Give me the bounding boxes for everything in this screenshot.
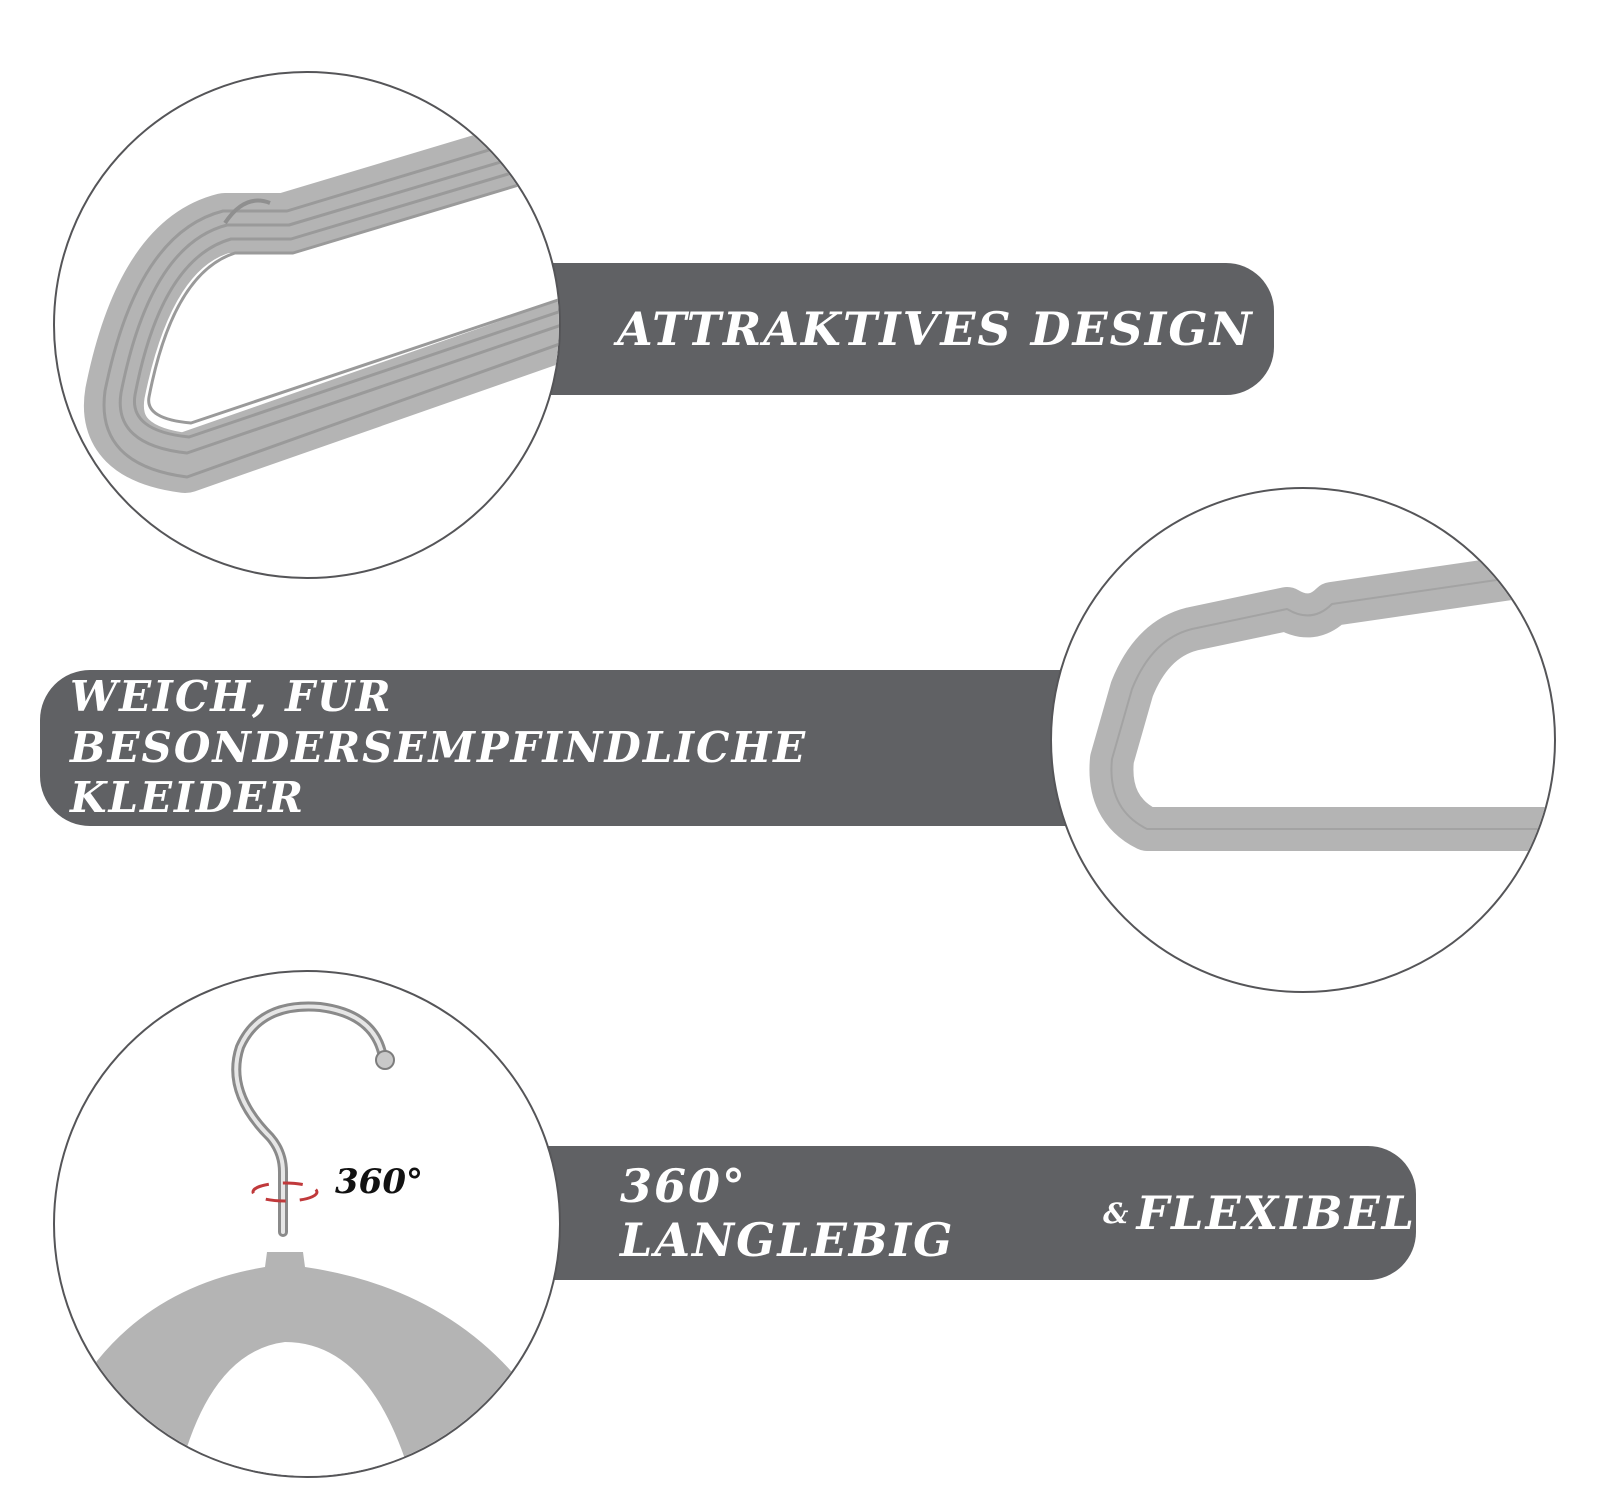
feature-label-part-2: Flexibel <box>1136 1186 1416 1240</box>
stacked-hangers-illustration <box>83 109 559 493</box>
feature-banner-durable-flexible: 360° Langlebig & Flexibel <box>520 1146 1416 1280</box>
ampersand: & <box>1103 1196 1131 1230</box>
swivel-hook-illustration <box>55 1001 555 1476</box>
feature-banner-soft: Weich, fur besondersempfindliche Kleider <box>40 670 1070 826</box>
hanger-corner-illustration <box>1089 549 1554 851</box>
feature-label-line-2: Kleider <box>70 773 306 823</box>
feature-label: Attraktives Design <box>617 302 1254 356</box>
rotation-label: 360° <box>335 1162 423 1202</box>
feature-label-line-1: Weich, fur besondersempfindliche <box>70 672 808 772</box>
swivel-hook-closeup: 360° <box>53 970 561 1478</box>
feature-label-part-1: 360° Langlebig <box>620 1159 955 1267</box>
feature-banner-attractive-design: Attraktives Design <box>520 263 1274 395</box>
hanger-corner-closeup <box>1050 487 1556 993</box>
feature-label: Weich, fur besondersempfindliche Kleider <box>70 672 1070 823</box>
stacked-hangers-closeup <box>53 71 561 579</box>
